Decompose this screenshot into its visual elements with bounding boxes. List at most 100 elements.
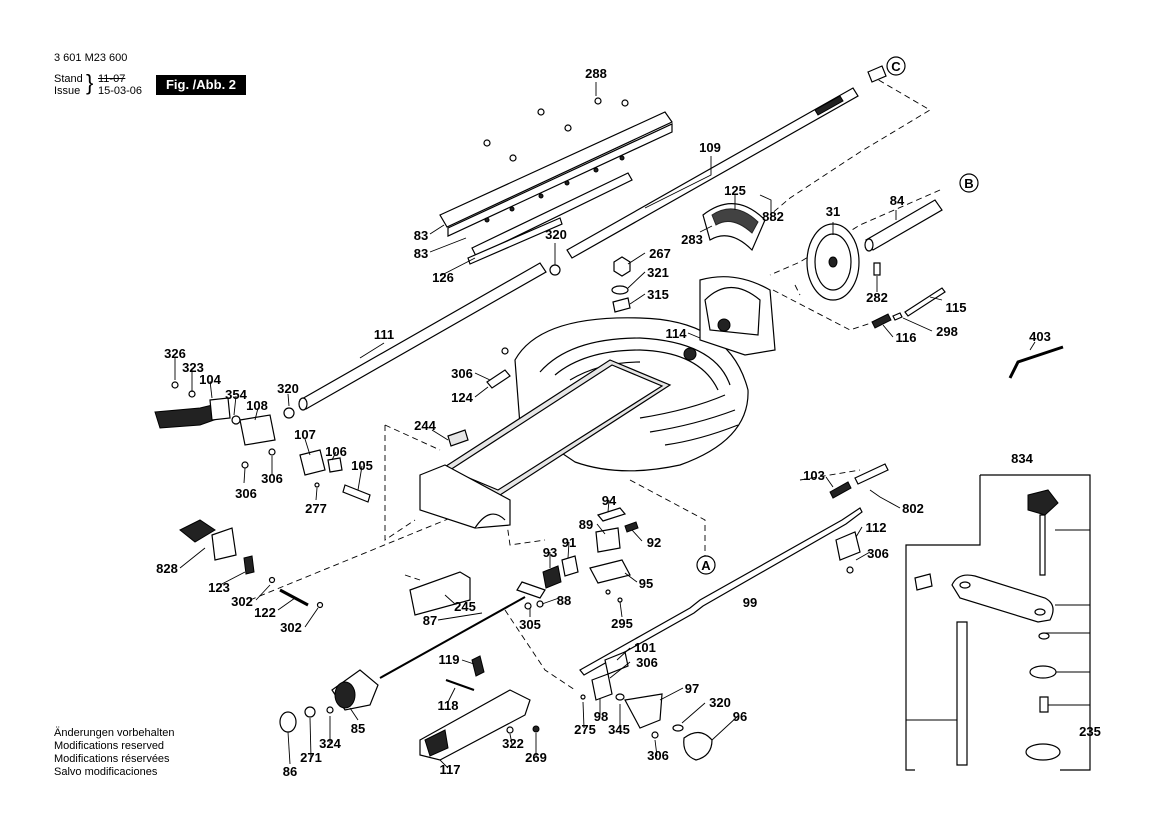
brace-glyph: }	[86, 70, 94, 95]
knob-85	[331, 669, 379, 711]
bracket-124	[486, 369, 511, 389]
stand-value: 11-07	[98, 73, 126, 85]
callout-b: B	[959, 173, 979, 193]
rod-109	[566, 87, 859, 259]
label-306-f: 306	[647, 748, 669, 763]
shaft-115	[904, 287, 946, 317]
label-124: 124	[451, 390, 473, 405]
label-88: 88	[557, 593, 571, 608]
label-306-d: 306	[867, 546, 889, 561]
label-118: 118	[438, 698, 459, 713]
label-235: 235	[1079, 724, 1101, 739]
pin-118	[445, 679, 475, 691]
label-115: 115	[946, 300, 967, 315]
label-295: 295	[611, 616, 633, 631]
label-112: 112	[866, 520, 887, 535]
label-83-a: 83	[414, 228, 428, 243]
label-828: 828	[156, 561, 178, 576]
label-83-b: 83	[414, 246, 428, 261]
label-345: 345	[608, 722, 630, 737]
label-323: 323	[182, 360, 204, 375]
wheel-31	[806, 223, 860, 301]
note-es: Salvo modificaciones	[54, 766, 158, 778]
rod-87	[379, 596, 526, 679]
bracket-112	[835, 531, 861, 561]
label-96: 96	[733, 709, 747, 724]
label-305: 305	[519, 617, 541, 632]
nut-269	[532, 725, 540, 733]
note-en: Modifications reserved	[54, 740, 165, 752]
figure-badge: Fig. /Abb. 2	[156, 75, 246, 95]
svg-text:A: A	[701, 558, 711, 573]
clamp-block-828	[179, 519, 324, 609]
lever-assembly	[154, 381, 371, 503]
label-86: 86	[283, 764, 297, 779]
note-fr: Modifications réservées	[54, 753, 170, 765]
bevel-scale	[702, 203, 766, 252]
label-105: 105	[351, 458, 373, 473]
label-103: 103	[803, 468, 825, 483]
issue-value: 15-03-06	[98, 85, 143, 97]
label-277: 277	[305, 501, 327, 516]
label-85: 85	[351, 721, 365, 736]
label-271: 271	[300, 750, 322, 765]
label-92: 92	[647, 535, 661, 550]
label-267: 267	[649, 246, 671, 261]
label-802: 802	[902, 501, 924, 516]
nut-271	[304, 706, 316, 718]
label-94: 94	[602, 493, 617, 508]
label-89: 89	[579, 517, 593, 532]
washers-stack	[611, 256, 631, 313]
label-93: 93	[543, 545, 557, 560]
note-de: Änderungen vorbehalten	[54, 727, 175, 739]
label-111: 111	[374, 327, 394, 342]
label-306-c: 306	[261, 471, 283, 486]
label-109: 109	[699, 140, 721, 155]
spring-119	[471, 655, 485, 677]
pin-298	[892, 312, 903, 321]
callout-c: C	[886, 56, 906, 76]
svg-text:C: C	[891, 59, 901, 74]
label-322: 322	[502, 736, 524, 751]
cover-245	[409, 571, 471, 616]
label-106: 106	[325, 444, 347, 459]
spring-116	[871, 313, 892, 329]
label-320-c: 320	[709, 695, 731, 710]
label-123: 123	[208, 580, 230, 595]
label-302-b: 302	[280, 620, 302, 635]
assembly-dash-lines	[249, 74, 941, 691]
issue-label: Issue	[54, 85, 81, 97]
label-84: 84	[890, 193, 905, 208]
label-320-b: 320	[277, 381, 299, 396]
part-number: 3 601 M23 600	[54, 52, 128, 64]
turntable-base	[419, 276, 776, 529]
rod-111	[298, 262, 547, 411]
label-97: 97	[685, 681, 699, 696]
label-125: 125	[724, 183, 746, 198]
label-306-a: 306	[451, 366, 473, 381]
handle-117	[419, 689, 531, 761]
label-122: 122	[254, 605, 276, 620]
svg-text:B: B	[964, 176, 973, 191]
label-326: 326	[164, 346, 186, 361]
part-labels: 288 109 125 882 283 31 84 83 83 320 267 …	[156, 66, 1101, 779]
label-315: 315	[647, 287, 669, 302]
stand-label: Stand	[54, 73, 83, 85]
label-282: 282	[866, 290, 888, 305]
label-320-a: 320	[545, 227, 567, 242]
label-245: 245	[454, 599, 476, 614]
label-298: 298	[936, 324, 958, 339]
label-244	[447, 429, 469, 447]
screw-306-top	[501, 347, 509, 355]
label-306-e: 306	[636, 655, 658, 670]
spring-103	[829, 481, 852, 499]
washer-324	[326, 706, 334, 714]
pin-802	[854, 463, 889, 485]
bar-99	[579, 507, 863, 676]
label-126: 126	[432, 270, 454, 285]
label-269: 269	[525, 750, 547, 765]
label-104: 104	[199, 372, 221, 387]
callout-a: A	[696, 555, 716, 575]
label-98: 98	[594, 709, 608, 724]
label-283: 283	[681, 232, 703, 247]
